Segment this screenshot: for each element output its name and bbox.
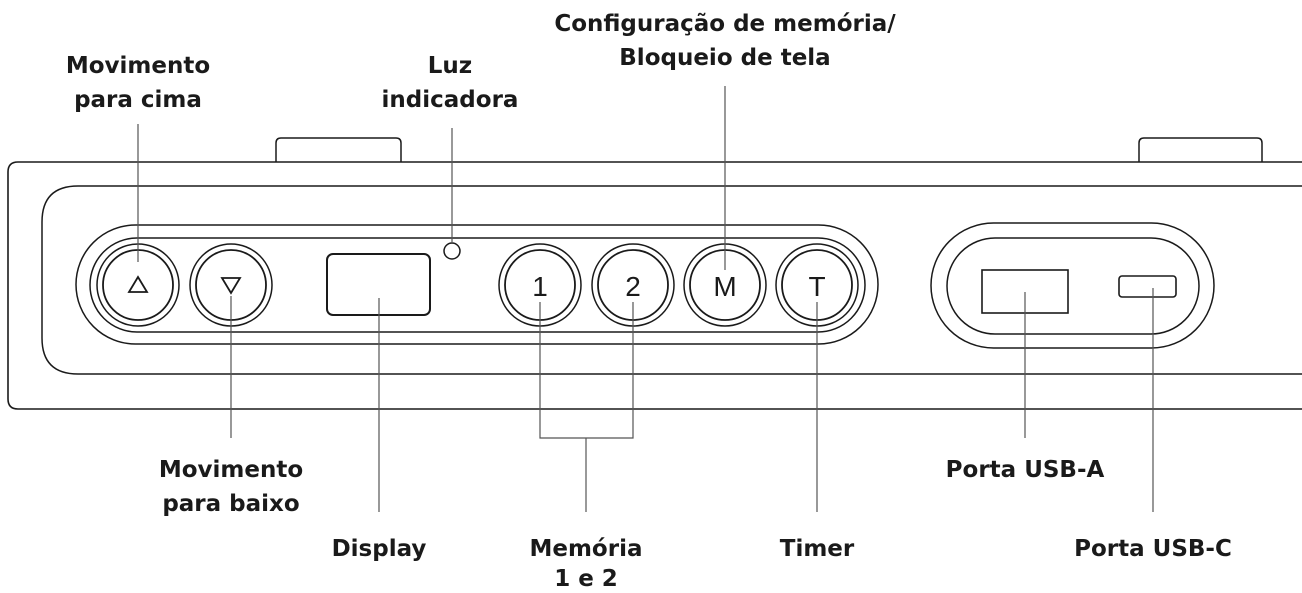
label-down-line2: para baixo xyxy=(162,491,299,517)
button-strip-inner xyxy=(89,237,866,333)
label-usb-a: Porta USB-A xyxy=(946,457,1105,483)
housing-outline xyxy=(7,161,1302,410)
indicator-light xyxy=(443,242,461,260)
usb-c-port[interactable] xyxy=(1118,275,1177,298)
timer-glyph: T xyxy=(808,271,825,302)
mounting-tab-left xyxy=(275,137,402,162)
leader-memory xyxy=(539,302,634,439)
memory-2-glyph: 2 xyxy=(625,271,641,302)
label-light-line2: indicadora xyxy=(382,87,519,113)
label-memcfg-line2: Bloqueio de tela xyxy=(619,45,830,71)
label-memory-line2: 1 e 2 xyxy=(554,566,618,592)
label-usb-c: Porta USB-C xyxy=(1074,536,1232,562)
label-up-line2: para cima xyxy=(74,87,202,113)
memory-config-glyph: M xyxy=(713,271,736,302)
button-strip-outer xyxy=(75,224,879,345)
label-timer: Timer xyxy=(780,536,855,562)
label-up-line1: Movimento xyxy=(66,53,210,79)
label-light-line1: Luz xyxy=(428,53,472,79)
mounting-tab-right xyxy=(1138,137,1263,162)
usb-module-outer xyxy=(930,222,1215,349)
inner-panel xyxy=(41,185,1302,375)
up-arrow-icon xyxy=(127,275,149,293)
label-down-line1: Movimento xyxy=(159,457,303,483)
usb-module-inner xyxy=(946,237,1200,335)
down-arrow-icon xyxy=(220,277,242,295)
label-memcfg-line1: Configuração de memória/ xyxy=(554,11,896,37)
label-display: Display xyxy=(332,536,427,562)
label-memory-line1: Memória xyxy=(529,536,642,562)
memory-1-glyph: 1 xyxy=(532,271,548,302)
memory-2-button[interactable]: 2 xyxy=(591,243,675,327)
